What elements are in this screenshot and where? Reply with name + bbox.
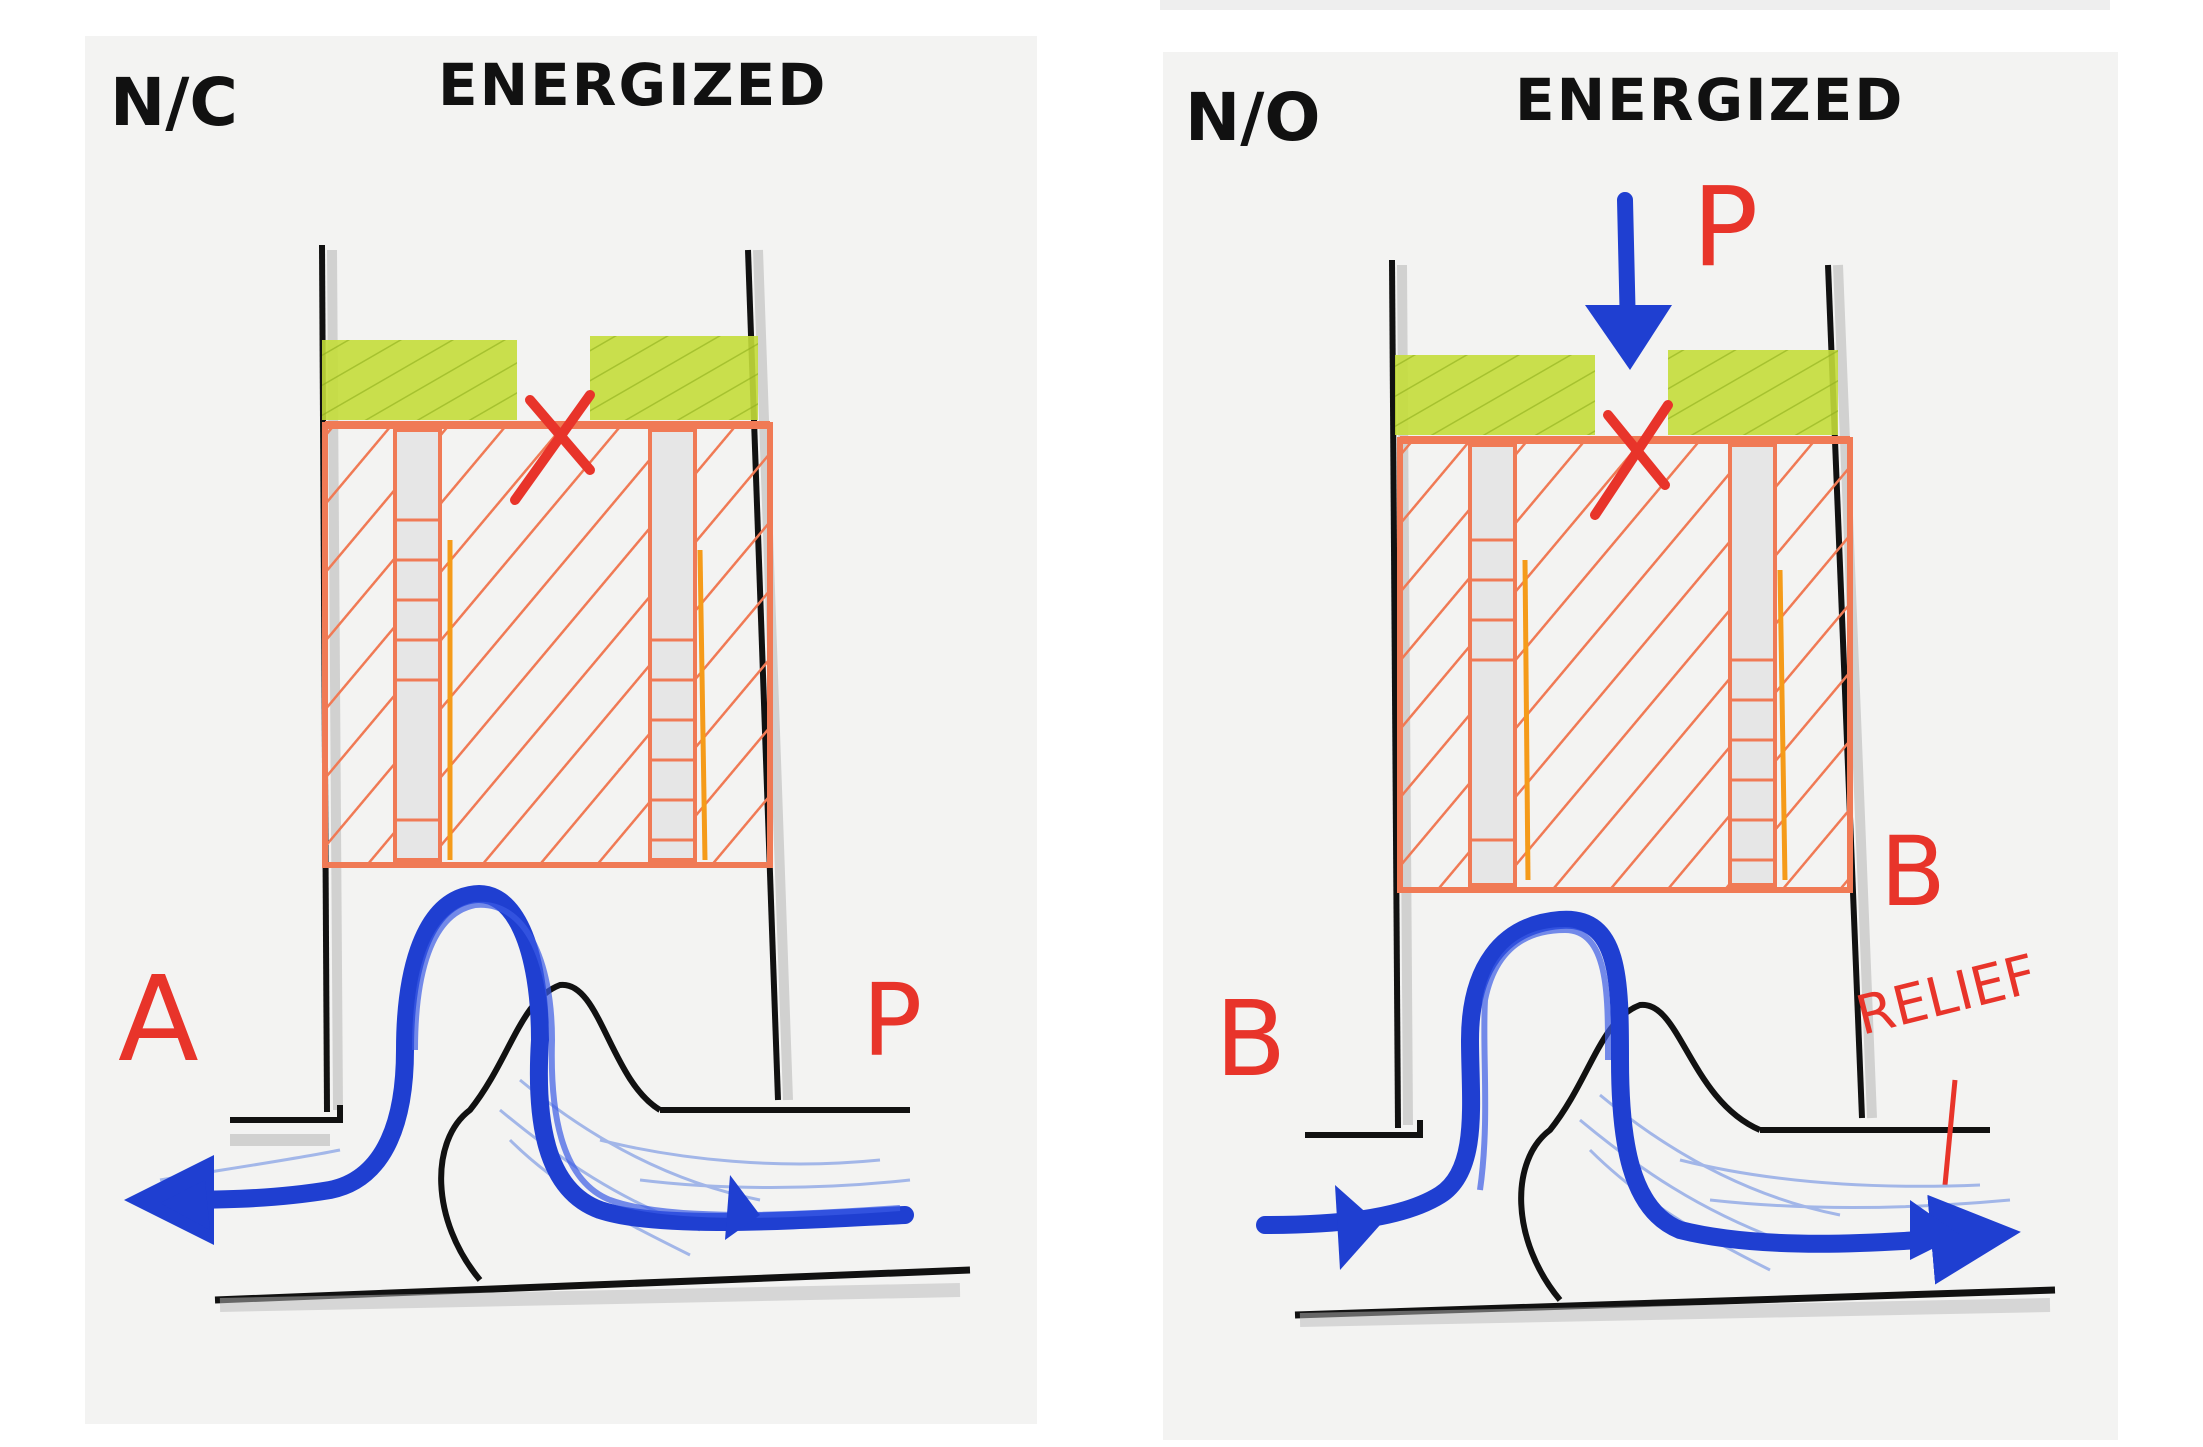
nc-flow-arrow — [124, 885, 914, 1245]
nc-spool-passage-right — [648, 428, 697, 862]
no-pressure-arrow — [1585, 192, 1672, 370]
nc-blocked-x-mark — [510, 390, 595, 505]
nc-spool-passage-left — [393, 428, 442, 862]
nc-seat-outline — [438, 981, 662, 1282]
no-blocked-x-mark — [1590, 400, 1673, 520]
no-type-label: N/O — [1185, 79, 1320, 156]
nc-port-p-label: P — [862, 962, 922, 1079]
nc-type-label: N/C — [110, 64, 238, 141]
no-flow-entry-arrowhead — [1335, 1185, 1380, 1270]
no-state-label: ENERGIZED — [1515, 66, 1904, 134]
nc-port-a-outline — [230, 1105, 343, 1123]
no-port-b-right-label: B — [1880, 816, 1946, 928]
no-port-b-left-outline — [1305, 1120, 1423, 1138]
no-relief-marker — [1942, 1079, 1958, 1186]
nc-port-a-label: A — [118, 950, 199, 1088]
nc-body-bottom-outline — [214, 1266, 971, 1304]
nc-flow-mid-arrowhead — [725, 1175, 760, 1240]
no-flow-arrow — [1256, 910, 2021, 1285]
no-spool-passage-right — [1728, 443, 1777, 887]
no-spool-passage-left — [1468, 443, 1517, 887]
nc-valve-panel — [85, 36, 1037, 1424]
top-paper-strip — [1160, 0, 2110, 10]
no-port-p-label: P — [1692, 163, 1758, 291]
no-seat-outline — [1518, 1001, 1762, 1302]
no-port-b-left-label: B — [1215, 978, 1286, 1100]
nc-state-label: ENERGIZED — [438, 51, 827, 119]
no-cylinder-wall-left — [1389, 259, 1401, 1129]
no-valve-panel — [1163, 52, 2118, 1440]
